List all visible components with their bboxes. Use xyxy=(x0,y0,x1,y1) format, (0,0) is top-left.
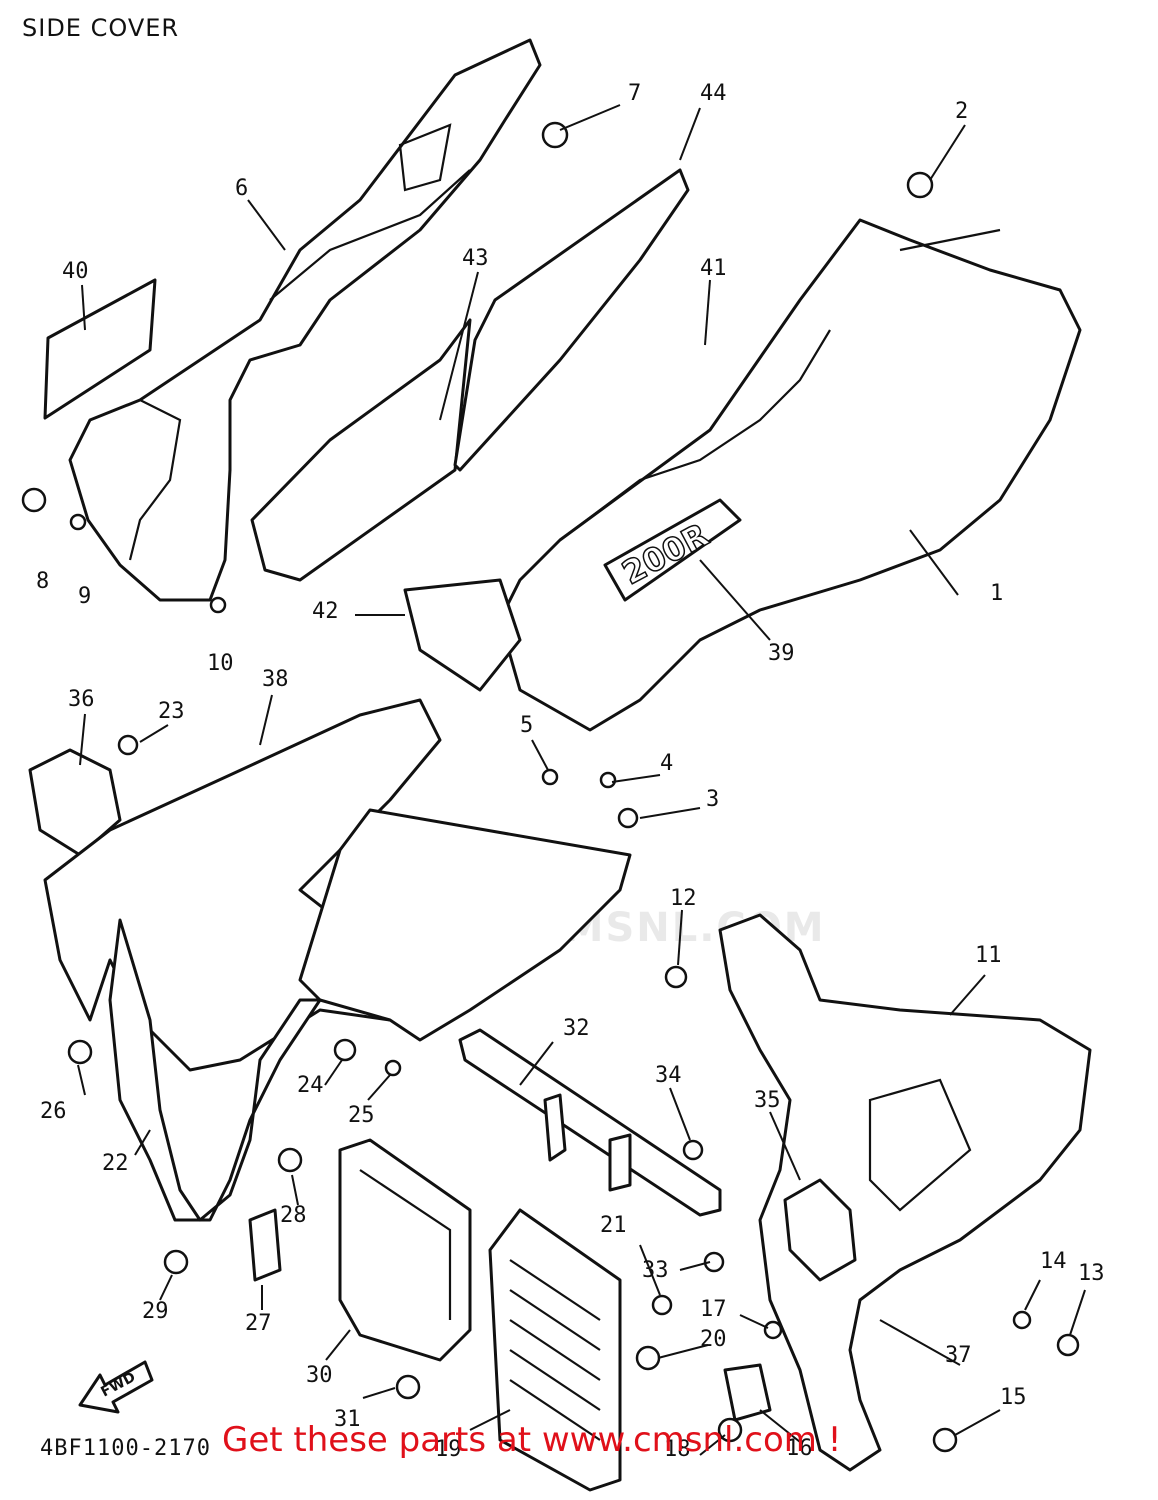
callout-35: 35 xyxy=(754,1088,781,1113)
callout-12: 12 xyxy=(670,886,697,911)
callout-43: 43 xyxy=(462,246,489,271)
callout-30: 30 xyxy=(306,1363,333,1388)
part-1-right-side-cover xyxy=(498,218,1082,732)
callout-36: 36 xyxy=(68,687,95,712)
part-28-nut xyxy=(277,1147,303,1173)
callout-5: 5 xyxy=(520,713,533,738)
callout-15: 15 xyxy=(1000,1385,1027,1410)
callout-33: 33 xyxy=(642,1258,669,1283)
part-40-decal xyxy=(43,278,157,420)
callout-21: 21 xyxy=(600,1213,627,1238)
part-44-decal xyxy=(453,168,690,472)
callout-32: 32 xyxy=(563,1016,590,1041)
part-36-decal xyxy=(28,748,122,857)
diagram-code: 4BF1100-2170 xyxy=(40,1436,211,1461)
part-10-washer xyxy=(209,596,227,614)
callout-42: 42 xyxy=(312,599,339,624)
callout-7: 7 xyxy=(628,81,641,106)
callout-10: 10 xyxy=(207,651,234,676)
part-6-left-side-cover xyxy=(68,38,542,602)
part-33-bolt xyxy=(703,1251,725,1273)
part-12-bolt xyxy=(664,965,688,989)
callout-17: 17 xyxy=(700,1297,727,1322)
callout-1: 1 xyxy=(990,581,1003,606)
part-35-decal xyxy=(783,1178,857,1282)
part-22-shroud-lower xyxy=(108,918,322,1222)
part-30-grille xyxy=(338,1138,472,1362)
callout-24: 24 xyxy=(297,1073,324,1098)
part-inner-panel xyxy=(298,808,632,1042)
part-17-washer xyxy=(763,1320,783,1340)
part-9-washer xyxy=(69,513,87,531)
part-21-bolt xyxy=(651,1294,673,1316)
part-32-bracket xyxy=(458,1028,722,1217)
part-26-bolt xyxy=(67,1039,93,1065)
part-4-washer xyxy=(599,771,617,789)
callout-6: 6 xyxy=(235,176,248,201)
part-43-decal xyxy=(250,318,472,582)
fwd-arrow-icon: FWD xyxy=(78,1360,154,1414)
part-34-bolt xyxy=(682,1139,704,1161)
part-7-grommet xyxy=(541,121,569,149)
callout-14: 14 xyxy=(1040,1249,1067,1274)
callout-28: 28 xyxy=(280,1203,307,1228)
callout-39: 39 xyxy=(768,641,795,666)
part-16-clip xyxy=(723,1363,772,1422)
part-20-nut xyxy=(635,1345,661,1371)
part-24-bolt xyxy=(333,1038,357,1062)
callout-38: 38 xyxy=(262,667,289,692)
part-15-bolt xyxy=(932,1427,958,1453)
leader-lines xyxy=(77,104,1086,1456)
callout-40: 40 xyxy=(62,259,89,284)
part-42-decal xyxy=(403,578,522,692)
part-5-washer xyxy=(541,768,559,786)
callout-41: 41 xyxy=(700,256,727,281)
callout-labels: 1 2 3 4 5 6 7 8 9 10 11 12 13 14 15 16 1… xyxy=(36,81,1105,1462)
callout-27: 27 xyxy=(245,1311,272,1336)
callout-2: 2 xyxy=(955,99,968,124)
callout-3: 3 xyxy=(706,787,719,812)
callout-23: 23 xyxy=(158,699,185,724)
promo-link[interactable]: Get these parts at www.cmsnl.com ! xyxy=(222,1420,842,1460)
part-14-washer xyxy=(1012,1310,1032,1330)
callout-13: 13 xyxy=(1078,1261,1105,1286)
callout-22: 22 xyxy=(102,1151,129,1176)
callout-29: 29 xyxy=(142,1299,169,1324)
part-31-nut xyxy=(395,1374,421,1400)
callout-34: 34 xyxy=(655,1063,682,1088)
part-25-washer xyxy=(384,1059,402,1077)
callout-16: 16 xyxy=(786,1436,813,1461)
part-3-bolt xyxy=(617,807,639,829)
callout-4: 4 xyxy=(660,751,673,776)
part-13-bolt xyxy=(1056,1333,1080,1357)
callout-31: 31 xyxy=(334,1407,361,1432)
callout-18: 18 xyxy=(664,1437,691,1462)
callout-20: 20 xyxy=(700,1327,727,1352)
part-29-bolt xyxy=(163,1249,189,1275)
part-2-grommet xyxy=(906,171,934,199)
callout-44: 44 xyxy=(700,81,727,106)
callout-8: 8 xyxy=(36,569,49,594)
callout-9: 9 xyxy=(78,584,91,609)
callout-37: 37 xyxy=(945,1343,972,1368)
page-title: SIDE COVER xyxy=(22,14,180,42)
callout-25: 25 xyxy=(348,1103,375,1128)
callout-11: 11 xyxy=(975,943,1002,968)
part-8-bolt xyxy=(21,487,47,513)
part-23-bolt xyxy=(117,734,139,756)
part-11-right-cover-lower xyxy=(718,913,1092,1472)
part-27-clip xyxy=(248,1208,282,1282)
grille-slats xyxy=(509,1259,601,1441)
callout-19: 19 xyxy=(435,1437,462,1462)
callout-26: 26 xyxy=(40,1099,67,1124)
